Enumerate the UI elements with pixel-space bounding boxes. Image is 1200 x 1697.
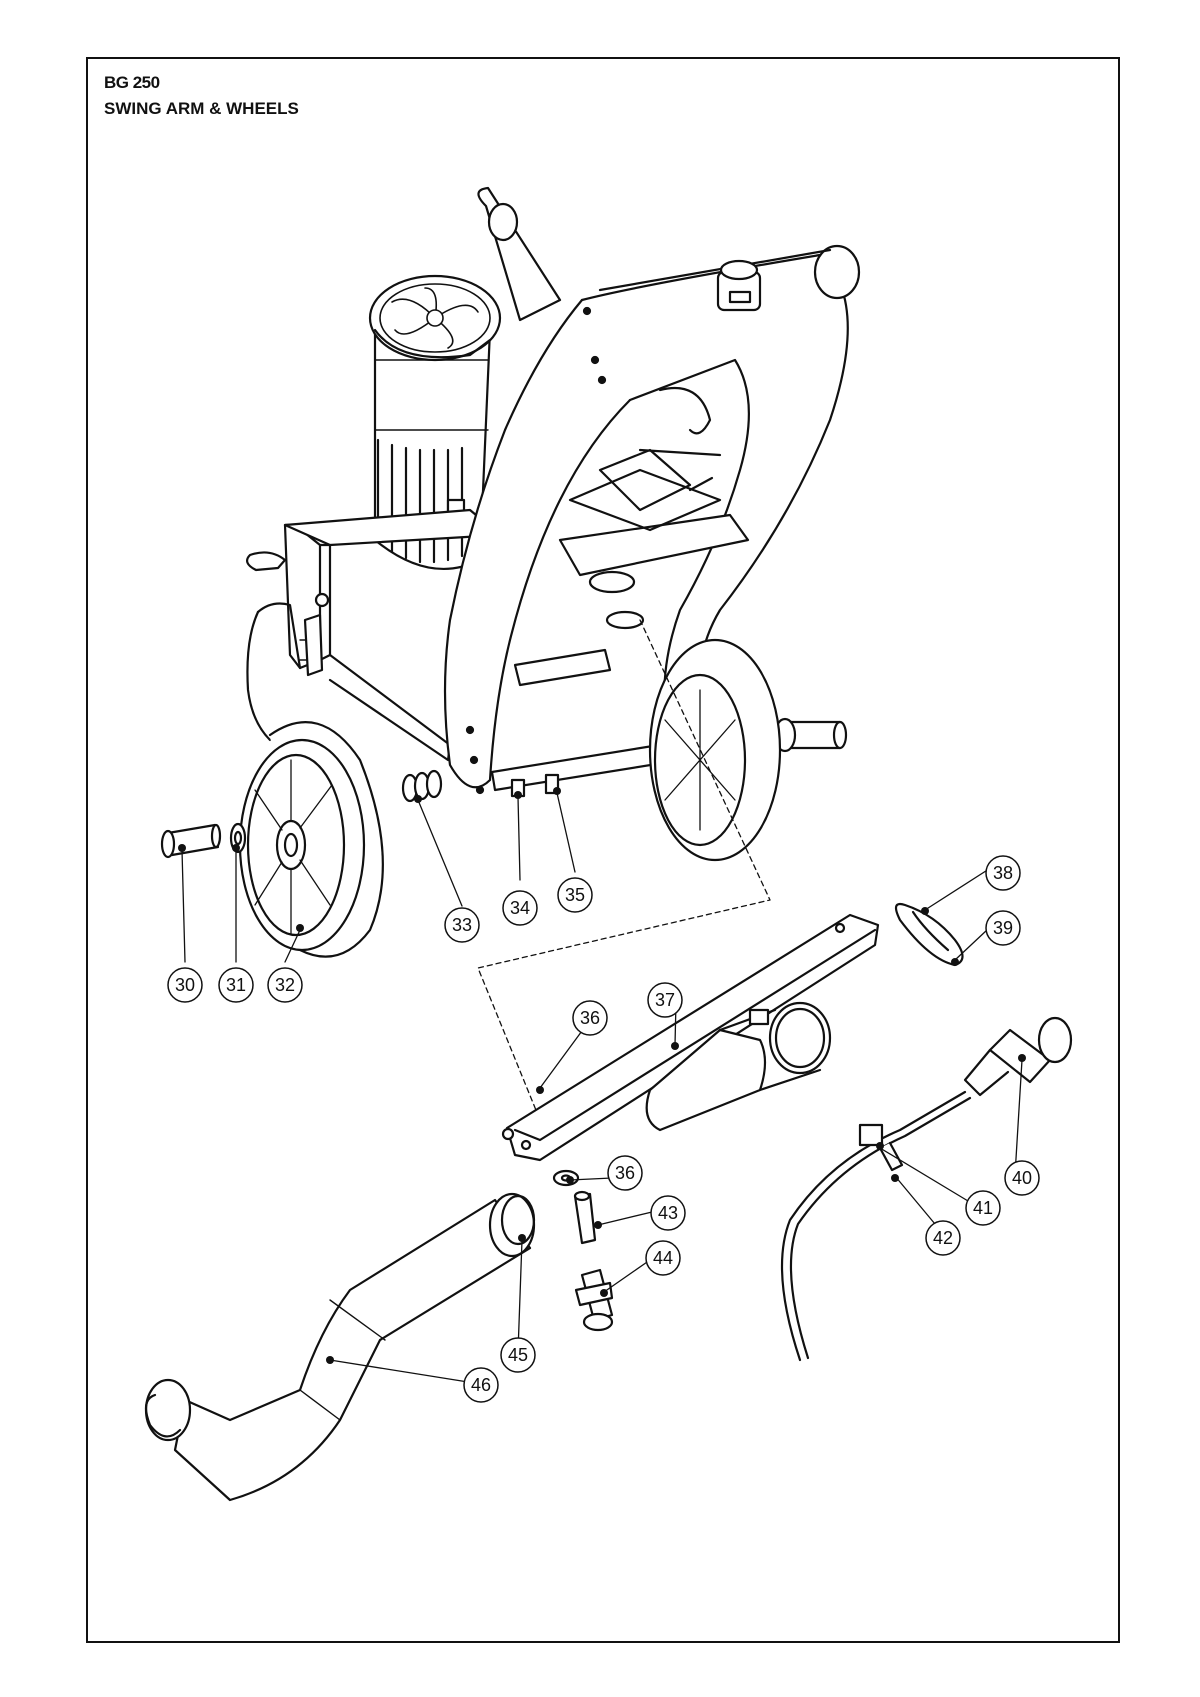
vacuum-hose [144,1192,536,1502]
svg-text:35: 35 [565,885,585,905]
model-name: BG 250 [104,73,160,92]
svg-text:44: 44 [653,1248,673,1268]
switch-box [716,259,762,312]
callout-34: 34 [502,890,538,926]
lower-washer [552,1169,580,1187]
fitting [574,1268,614,1332]
dashed-alignment-lines [477,619,771,1121]
leader-lines [181,792,1023,1383]
strap-clip [894,902,964,967]
svg-text:39: 39 [993,918,1013,938]
callout-43: 43 [650,1195,686,1231]
fan-cover [379,283,491,353]
vacuum-outlet [645,1001,832,1132]
callout-36-lower: 36 [607,1155,643,1191]
leader-dots [178,787,1026,1364]
svg-text:45: 45 [508,1345,528,1365]
svg-text:36: 36 [615,1163,635,1183]
svg-text:43: 43 [658,1203,678,1223]
svg-text:38: 38 [993,863,1013,883]
svg-text:41: 41 [973,1198,993,1218]
callout-36-upper: 36 [572,1000,608,1036]
callout-39: 39 [985,910,1021,946]
page-header: BG 250 SWING ARM & WHEELS [104,70,299,122]
svg-text:42: 42 [933,1228,953,1248]
svg-text:40: 40 [1012,1168,1032,1188]
swing-arm [443,186,861,795]
callout-42: 42 [925,1220,961,1256]
svg-text:33: 33 [452,915,472,935]
callout-33: 33 [444,907,480,943]
callout-46: 46 [463,1367,499,1403]
right-wheel [648,638,782,862]
power-plug [963,1016,1073,1097]
svg-text:46: 46 [471,1375,491,1395]
callout-40: 40 [1004,1160,1040,1196]
chassis [246,508,502,762]
svg-text:36: 36 [580,1008,600,1028]
callout-30: 30 [167,967,203,1003]
callout-markers: 30 31 32 33 34 35 36 36 [167,855,1040,1403]
svg-text:30: 30 [175,975,195,995]
callout-45: 45 [500,1337,536,1373]
inner-bracket [558,386,750,630]
bolt [573,1190,597,1245]
callout-31: 31 [218,967,254,1003]
callout-37: 37 [647,982,683,1018]
section-title: SWING ARM & WHEELS [104,99,299,118]
callout-38: 38 [985,855,1021,891]
power-cable [780,1090,972,1362]
handle-bracket [501,913,880,1162]
svg-text:32: 32 [275,975,295,995]
wheel-pin [160,823,222,859]
diagram-frame [86,57,1120,1643]
svg-text:34: 34 [510,898,530,918]
callout-44: 44 [645,1240,681,1276]
spacer-rings [401,769,443,803]
callout-41: 41 [965,1190,1001,1226]
svg-text:37: 37 [655,990,675,1010]
svg-text:31: 31 [226,975,246,995]
left-wheel [238,721,384,958]
callout-35: 35 [557,877,593,913]
callout-32: 32 [267,967,303,1003]
